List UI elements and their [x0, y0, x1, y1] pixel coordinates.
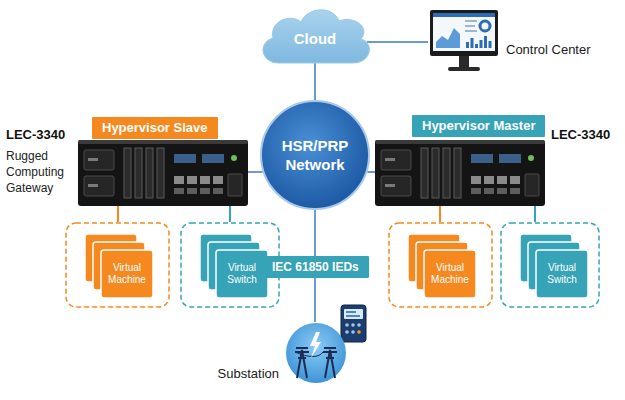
- connector-line: [439, 206, 441, 222]
- device-description: Rugged Computing Gateway: [6, 148, 72, 196]
- text-slot: Virtual Machine: [425, 251, 475, 297]
- text-slot: Rugged Computing Gateway: [6, 148, 72, 196]
- connector-line: [314, 210, 316, 256]
- monitor-screen: [433, 13, 495, 51]
- stack-node: Virtual Machine: [65, 222, 170, 308]
- text-slot: HSR/PRP Network: [275, 136, 355, 174]
- text-slot: Substation: [207, 366, 279, 381]
- monitor-stand: [459, 56, 469, 67]
- substation-circle: [286, 323, 346, 383]
- label-box: IEC 61850 IEDs: [262, 256, 369, 278]
- role-tag: Hypervisor Slave: [102, 120, 208, 136]
- connector-line: [229, 206, 231, 222]
- model-name: LEC-3340: [551, 127, 617, 142]
- vm-label: Virtual Machine: [102, 262, 152, 286]
- stacked-card: [101, 250, 153, 298]
- text-slot: Virtual Switch: [537, 251, 587, 297]
- text-slot: LEC-3340: [551, 127, 617, 142]
- stacked-card: [216, 250, 268, 298]
- vm-label: Virtual Machine: [425, 262, 475, 286]
- text-slot: Virtual Switch: [217, 251, 267, 297]
- stacked-card: [536, 250, 588, 298]
- network-circle: [261, 101, 369, 209]
- connector-line: [367, 171, 375, 173]
- dashed-group-outline: [501, 223, 599, 307]
- stacked-card: [424, 250, 476, 298]
- connector-line: [314, 278, 316, 322]
- cloud-label: Cloud: [255, 30, 375, 47]
- switch-label: Virtual Switch: [537, 262, 587, 286]
- text-slot: LEC-3340: [6, 127, 76, 142]
- circle-node: HSR/PRP Network: [260, 100, 370, 210]
- network-label: HSR/PRP Network: [275, 136, 355, 174]
- substation-caption: Substation: [207, 366, 279, 381]
- text-slot: Cloud: [255, 30, 375, 47]
- stack-node: Virtual Machine: [388, 222, 493, 308]
- ied-tag: IEC 61850 IEDs: [272, 259, 359, 275]
- pylon-symbol: [295, 348, 337, 378]
- substation-node: Substation: [285, 322, 347, 384]
- device-node: LEC-3340: [375, 140, 545, 206]
- rugged-server-drawing: [375, 140, 545, 206]
- connector-line: [367, 41, 428, 43]
- monitor-node: Control Center: [428, 6, 618, 80]
- rugged-server-drawing: [78, 140, 248, 206]
- dashed-group-outline: [389, 223, 492, 307]
- lightning-symbol: [310, 332, 321, 358]
- device-node: LEC-3340Rugged Computing Gateway: [78, 140, 248, 206]
- network-outline: [260, 100, 370, 210]
- stack-node: Virtual Switch: [500, 222, 600, 308]
- cloud-node: Cloud: [255, 3, 375, 65]
- connector-line: [248, 171, 263, 173]
- role-tag: Hypervisor Master: [422, 118, 535, 134]
- text-slot: Control Center: [506, 42, 616, 57]
- relay-device-icon: [341, 305, 366, 342]
- monitor-caption: Control Center: [506, 42, 616, 57]
- substation-icon: [285, 322, 347, 384]
- chassis: [375, 140, 545, 206]
- switch-label: Virtual Switch: [217, 262, 267, 286]
- label-box: Hypervisor Master: [412, 115, 545, 137]
- monitor-bezel: [430, 10, 498, 56]
- text-slot: Virtual Machine: [102, 251, 152, 297]
- connector-line: [314, 62, 316, 100]
- model-name: LEC-3340: [6, 127, 76, 142]
- connector-line: [534, 206, 536, 222]
- label-box: Hypervisor Slave: [92, 117, 218, 139]
- chassis: [78, 140, 248, 206]
- monitor-icon: [428, 6, 500, 80]
- dashed-group-outline: [66, 223, 169, 307]
- connector-line: [117, 206, 119, 222]
